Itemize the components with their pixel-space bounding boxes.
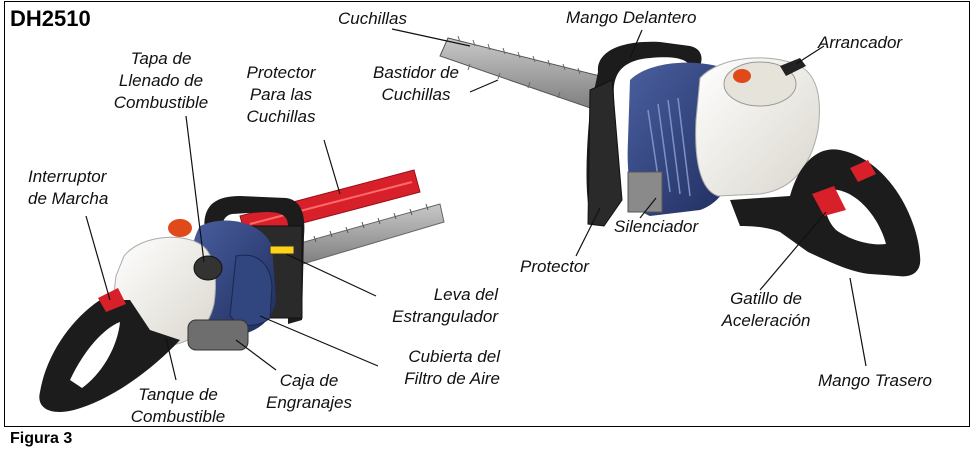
label-gatillo: Gatillo de Aceleración xyxy=(712,288,820,332)
label-caja-line1: Caja de xyxy=(279,371,339,390)
label-cubierta-filtro: Cubierta del Filtro de Aire xyxy=(370,346,500,390)
label-protector-cuchillas-line1: Protector xyxy=(246,63,316,82)
right-throttle-trigger xyxy=(812,186,846,216)
label-protector-cuchillas: Protector Para las Cuchillas xyxy=(234,62,328,128)
label-leva-line1: Leva del xyxy=(433,285,498,304)
left-starter-logo xyxy=(168,219,192,237)
label-tapa-line1: Tapa de xyxy=(130,49,192,68)
label-tanque-line2: Combustible xyxy=(130,407,226,426)
left-rear-handle-opening xyxy=(70,322,120,388)
label-tapa-llenado: Tapa de Llenado de Combustible xyxy=(102,48,220,114)
leader-lines xyxy=(85,28,867,381)
left-fuel-cap xyxy=(193,255,223,281)
label-tapa-line2: Llenado de xyxy=(118,71,204,90)
right-starter-logo xyxy=(733,69,751,83)
figure-caption: Figura 3 xyxy=(10,430,73,447)
label-caja-engranajes: Caja de Engranajes xyxy=(258,370,360,414)
label-protector-cuchillas-line2: Para las xyxy=(249,85,313,104)
right-muffler xyxy=(627,171,663,213)
left-rear-handle xyxy=(39,300,181,412)
label-bastidor: Bastidor de Cuchillas xyxy=(358,62,474,106)
label-interruptor-line2: de Marcha xyxy=(28,189,109,208)
label-gatillo-line1: Gatillo de xyxy=(730,289,802,308)
left-trimmer xyxy=(39,169,445,412)
label-cubierta-line2: Filtro de Aire xyxy=(404,369,500,388)
label-interruptor: Interruptor de Marcha xyxy=(28,166,108,210)
label-protector: Protector xyxy=(520,257,589,276)
label-gatillo-line2: Aceleración xyxy=(721,311,811,330)
right-rear-switch xyxy=(850,160,876,182)
right-starter-grip xyxy=(780,58,806,76)
right-guard xyxy=(587,79,623,227)
label-tapa-line3: Combustible xyxy=(113,93,209,112)
left-gearbox xyxy=(187,319,249,351)
label-leva-estrangulador: Leva del Estrangulador xyxy=(368,284,498,328)
label-mango-trasero: Mango Trasero xyxy=(818,371,933,390)
model-number: DH2510 xyxy=(10,6,91,31)
label-protector-cuchillas-line3: Cuchillas xyxy=(246,107,316,126)
left-run-switch xyxy=(98,288,126,312)
label-bastidor-line2: Cuchillas xyxy=(381,85,451,104)
label-tanque: Tanque de Combustible xyxy=(122,384,234,428)
left-air-filter-cover xyxy=(229,254,273,326)
label-leva-line2: Estrangulador xyxy=(392,307,498,326)
label-caja-line2: Engranajes xyxy=(265,393,352,412)
label-interruptor-line1: Interruptor xyxy=(28,167,107,186)
label-mango-delantero: Mango Delantero xyxy=(566,8,697,27)
right-trimmer xyxy=(439,35,921,277)
label-arrancador: Arrancador xyxy=(818,33,903,52)
label-silenciador: Silenciador xyxy=(614,217,699,236)
right-blade-teeth xyxy=(457,35,581,99)
left-choke-lever xyxy=(269,245,295,255)
label-bastidor-line1: Bastidor de xyxy=(373,63,459,82)
label-cubierta-line1: Cubierta del xyxy=(408,347,500,366)
label-cuchillas: Cuchillas xyxy=(338,9,407,28)
label-tanque-line1: Tanque de xyxy=(138,385,218,404)
